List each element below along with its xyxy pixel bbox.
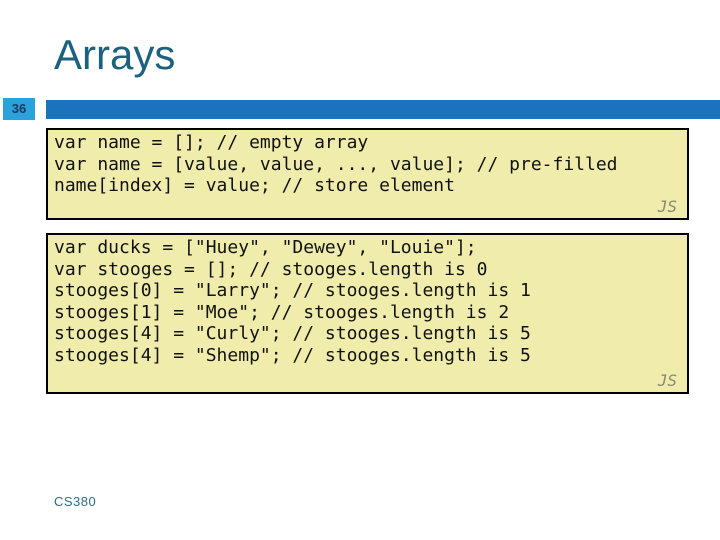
code-box-array-example: var ducks = ["Huey", "Dewey", "Louie"]; … [46,233,689,394]
footer-course-label: CS380 [54,494,97,509]
code-line: stooges[0] = "Larry"; // stooges.length … [54,280,531,301]
code-line: var stooges = []; // stooges.length is 0 [54,258,488,280]
code-line: stooges[1] = "Moe"; // stooges.length is… [54,301,510,323]
code-line: stooges[4] = "Shemp"; // stooges.length … [54,344,531,366]
header-bar [46,100,720,119]
slide-title: Arrays [54,31,176,78]
code-line: var name = [value, value, ..., value]; /… [54,153,618,175]
page-number-badge: 36 [3,98,35,120]
code-box-array-syntax: var name = []; // empty array var name =… [46,128,689,220]
code-line: stooges[4] = "Curly"; // stooges.length … [54,323,531,344]
language-label-js: JS [657,197,677,216]
code-line: var ducks = ["Huey", "Dewey", "Louie"]; [54,237,477,258]
language-label-js: JS [657,371,677,390]
code-line: name[index] = value; // store element [54,175,455,196]
code-line: var name = []; // empty array [54,132,369,153]
page-number: 36 [11,101,27,116]
